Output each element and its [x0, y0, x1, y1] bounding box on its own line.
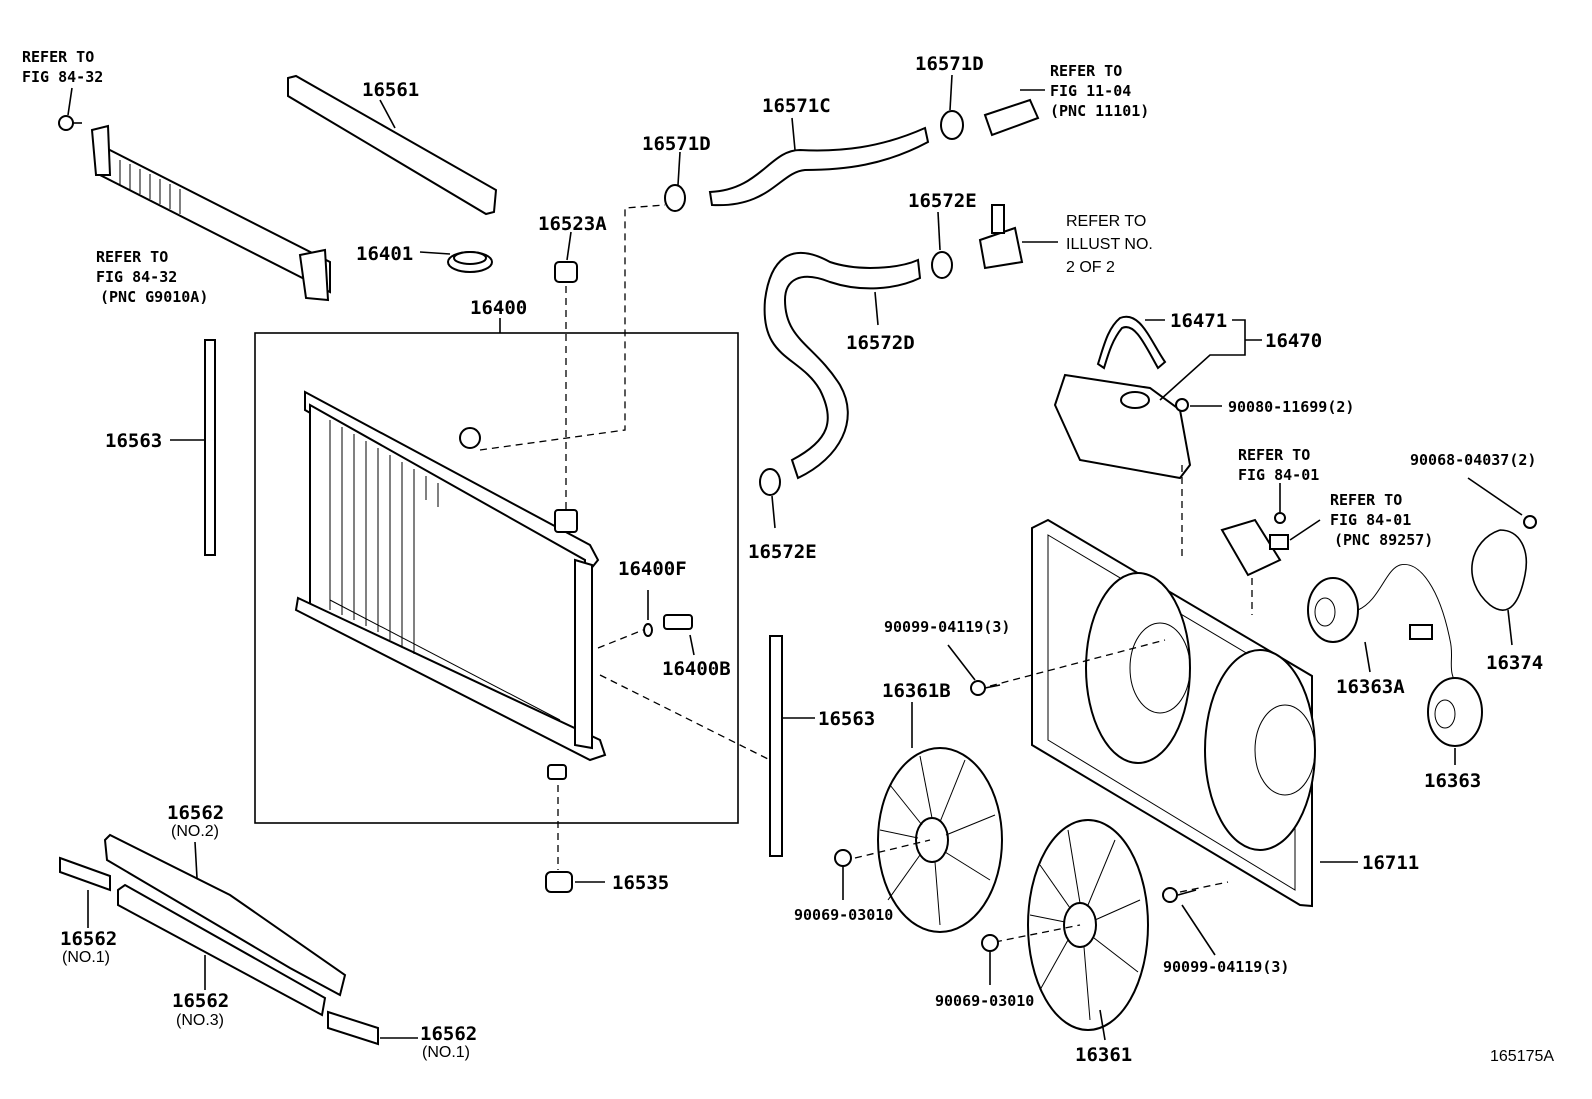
label-16400[interactable]: 16400: [470, 297, 527, 319]
bolt-icon: [1467, 477, 1537, 529]
o-ring-16400F[interactable]: [643, 623, 653, 637]
label-16470[interactable]: 16470: [1265, 330, 1322, 352]
lower-hose-16572D[interactable]: [763, 251, 922, 480]
ref-fig-84-01a-line1: REFER TO: [1238, 446, 1310, 464]
air-guide-16562-no1-right[interactable]: [327, 1010, 379, 1046]
ref-condenser-line1: REFER TO: [96, 248, 168, 266]
label-16535[interactable]: 16535: [612, 872, 669, 894]
label-no3: (NO.3): [176, 1012, 224, 1029]
ref-fig-84-32-line2: FIG 84-32: [22, 68, 103, 86]
label-16400B[interactable]: 16400B: [662, 658, 731, 680]
label-90069-03010-a[interactable]: 90069-03010: [794, 906, 893, 924]
ref-fig-84-32-line1: REFER TO: [22, 48, 94, 66]
label-16572E-a[interactable]: 16572E: [908, 190, 977, 212]
ref-illust-line2: ILLUST NO.: [1066, 236, 1153, 253]
fan-shroud-16711[interactable]: [1031, 518, 1358, 908]
label-16711[interactable]: 16711: [1362, 852, 1419, 874]
label-90068-04037[interactable]: 90068-04037(2): [1410, 451, 1536, 469]
bolt-icon: [1175, 398, 1222, 412]
ref-condenser-line2: FIG 84-32: [96, 268, 177, 286]
ref-fig-11-04-line2: FIG 11-04: [1050, 82, 1131, 100]
label-16572D[interactable]: 16572D: [846, 332, 915, 354]
label-16562-no1-left[interactable]: 16562: [60, 928, 117, 950]
air-guide-16562-no1-left[interactable]: [59, 856, 111, 892]
reservoir-hose-16471[interactable]: [1096, 315, 1167, 370]
label-16363[interactable]: 16363: [1424, 770, 1481, 792]
label-16563-left[interactable]: 16563: [105, 430, 162, 452]
hose-clamp-16571D-b[interactable]: [940, 74, 964, 140]
seal-16563-right[interactable]: [769, 635, 783, 857]
ref-fig-11-04-line1: REFER TO: [1050, 62, 1122, 80]
bolt-icon: [947, 644, 1001, 696]
reservoir-16470[interactable]: [1053, 373, 1192, 480]
air-guide-16562-no3[interactable]: [117, 883, 327, 1017]
nut-icon: [981, 934, 999, 985]
hose-clamp-16572E-a[interactable]: [931, 211, 953, 279]
label-16562-no1-right[interactable]: 16562: [420, 1023, 477, 1045]
hose-fitting: [983, 98, 1040, 137]
fan-motor-16363[interactable]: [1427, 677, 1483, 765]
label-no1-left: (NO.1): [62, 949, 110, 966]
label-16363A[interactable]: 16363A: [1336, 676, 1405, 698]
label-16571D-b[interactable]: 16571D: [915, 53, 984, 75]
fan-resistor[interactable]: [1220, 518, 1321, 577]
label-90080-11699[interactable]: 90080-11699(2): [1228, 398, 1354, 416]
label-16562-no3[interactable]: 16562: [172, 990, 229, 1012]
air-guide-16562-no2[interactable]: [103, 833, 347, 997]
condenser-part[interactable]: [90, 124, 331, 302]
seal-16563-left[interactable]: [204, 339, 216, 556]
drain-cock-16400B[interactable]: [663, 614, 695, 656]
label-16361B[interactable]: 16361B: [882, 680, 951, 702]
hose-clamp-16571D-a[interactable]: [664, 151, 686, 212]
label-90099-04119-a[interactable]: 90099-04119(3): [884, 618, 1010, 636]
fan-16361B[interactable]: [877, 702, 1003, 933]
bolt-icon: [58, 87, 82, 131]
label-16471[interactable]: 16471: [1170, 310, 1227, 332]
hose-fitting-2: [978, 204, 1058, 270]
grommet-16535[interactable]: [545, 871, 605, 893]
label-90099-04119-b[interactable]: 90099-04119(3): [1163, 958, 1289, 976]
fan-motor-16363A[interactable]: [1307, 563, 1461, 691]
ref-illust-line3: 2 OF 2: [1066, 259, 1115, 276]
label-16361[interactable]: 16361: [1075, 1044, 1132, 1066]
label-16374[interactable]: 16374: [1486, 652, 1543, 674]
grommet-16523A[interactable]: [554, 231, 578, 283]
diagram-id: 165175A: [1490, 1048, 1554, 1065]
label-16400F[interactable]: 16400F: [618, 558, 687, 580]
radiator-16400[interactable]: [294, 390, 607, 780]
label-16562-no2[interactable]: 16562: [167, 802, 224, 824]
label-16561[interactable]: 16561: [362, 79, 419, 101]
ref-fig-84-01b-line2: FIG 84-01: [1330, 511, 1411, 529]
hose-clamp-16572E-b[interactable]: [759, 468, 781, 529]
label-no1-right: (NO.1): [422, 1044, 470, 1061]
radiator-group-box: [254, 332, 739, 824]
label-16563-right[interactable]: 16563: [818, 708, 875, 730]
label-16572E-b[interactable]: 16572E: [748, 541, 817, 563]
seal-16561[interactable]: [287, 74, 498, 216]
label-16571C[interactable]: 16571C: [762, 95, 831, 117]
label-no2: (NO.2): [171, 823, 219, 840]
wire-harness-16374[interactable]: [1471, 529, 1527, 646]
label-16571D-a[interactable]: 16571D: [642, 133, 711, 155]
fan-16361[interactable]: [1027, 819, 1149, 1041]
nut-icon: [834, 849, 852, 900]
label-16401[interactable]: 16401: [356, 243, 413, 265]
ref-fig-84-01b-line3: (PNC 89257): [1334, 531, 1433, 549]
label-90069-03010-b[interactable]: 90069-03010: [935, 992, 1034, 1010]
bolt-icon: [1274, 483, 1286, 524]
ref-fig-84-01a-line2: FIG 84-01: [1238, 466, 1319, 484]
upper-hose-16571C[interactable]: [708, 126, 930, 207]
ref-fig-84-01b-line1: REFER TO: [1330, 491, 1402, 509]
ref-illust-line1: REFER TO: [1066, 213, 1146, 230]
label-16523A[interactable]: 16523A: [538, 213, 607, 235]
radiator-cap-16401[interactable]: [419, 251, 493, 273]
bolt-icon: [1162, 887, 1216, 956]
ref-condenser-line3: (PNC G9010A): [100, 288, 208, 306]
ref-fig-11-04-line3: (PNC 11101): [1050, 102, 1149, 120]
